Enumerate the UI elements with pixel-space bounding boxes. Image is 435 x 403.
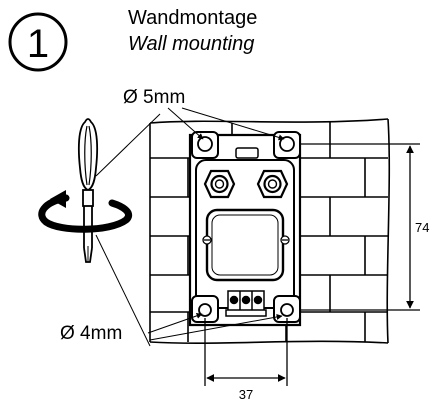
cover-screws <box>202 235 290 245</box>
leader-lines <box>95 107 285 347</box>
upper-hole-label: Ø 5mm <box>123 87 185 108</box>
screwdriver-icon <box>77 118 99 263</box>
title-english: Wall mounting <box>128 33 254 55</box>
lower-hole-label: Ø 4mm <box>60 323 122 344</box>
rotate-arrow-icon <box>38 190 133 233</box>
cable-glands <box>203 169 289 199</box>
terminal-block <box>225 290 267 317</box>
width-dimension-value: 37 <box>239 387 253 402</box>
height-dimension-value: 74 <box>415 220 429 235</box>
step-number-badge: 1 <box>8 12 68 72</box>
height-dimension <box>300 143 420 311</box>
width-dimension <box>204 318 288 386</box>
step-number: 1 <box>27 22 49 66</box>
title-german: Wandmontage <box>128 7 257 29</box>
